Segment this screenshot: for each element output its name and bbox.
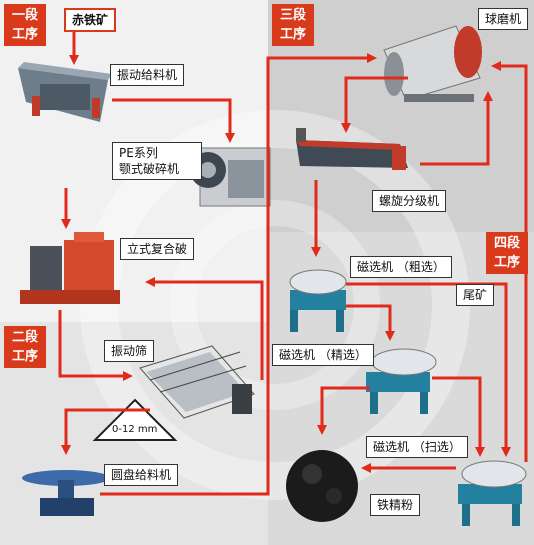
tailings-label: 尾矿 — [456, 284, 495, 306]
stage-badge-4-line1: 四段 — [493, 236, 520, 251]
magnetic-separator-rough-machine — [289, 269, 347, 332]
stage-badge-3-line1: 三段 — [279, 8, 306, 23]
jaw-crusher-label-line2: 颚式破碎机 — [119, 162, 180, 176]
arrow-fine-to-concentrate — [317, 386, 370, 435]
arrow-right-return-to-mill — [491, 61, 528, 462]
magnetic-separator-scavenge-label: 磁选机 （扫选） — [366, 436, 468, 458]
vertical-crusher-label: 立式复合破 — [120, 238, 195, 260]
magnetic-separator-rough-label: 磁选机 （粗选） — [350, 256, 452, 278]
stage-badge-3: 三段 工序 — [272, 4, 314, 46]
stage-badge-2-line2: 工序 — [11, 349, 38, 364]
vibrating-feeder-machine — [18, 62, 112, 122]
disc-feeder-machine — [22, 470, 110, 516]
arrow-fine-to-scavenge — [432, 376, 485, 457]
flow-arrows — [58, 30, 528, 496]
ball-mill-machine — [383, 25, 482, 102]
iron-concentrate-label: 铁精粉 — [370, 494, 421, 516]
arrow-rough-to-fine — [346, 304, 395, 341]
arrow-screen-return — [145, 277, 264, 380]
screen-size-label: 0-12 mm — [112, 424, 158, 435]
vibrating-feeder-label: 振动给料机 — [110, 64, 185, 86]
stage-badge-4-line2: 工序 — [493, 255, 520, 270]
jaw-crusher-machine — [190, 147, 271, 207]
arrow-screen-to-disc — [61, 408, 150, 455]
screen-size-triangle — [92, 398, 178, 441]
stage-badge-4: 四段 工序 — [486, 232, 528, 274]
iron-concentrate-pile — [286, 450, 358, 522]
spiral-classifier-machine — [296, 128, 408, 170]
vertical-crusher-machine — [20, 232, 120, 304]
arrow-crusher-to-screen — [58, 310, 133, 381]
stage-badge-3-line2: 工序 — [279, 27, 306, 42]
jaw-crusher-label-line1: PE系列 — [119, 146, 158, 160]
ore-label: 赤铁矿 — [64, 8, 117, 32]
magnetic-separator-fine-machine — [366, 348, 437, 414]
disc-feeder-label: 圆盘给料机 — [104, 464, 179, 486]
stage-badge-1-line1: 一段 — [11, 8, 38, 23]
arrow-mill-to-classifier — [341, 76, 408, 133]
stage-badge-2: 二段 工序 — [4, 326, 46, 368]
jaw-crusher-label: PE系列 颚式破碎机 — [112, 142, 202, 180]
arrow-rough-tailings — [346, 282, 511, 457]
stage-badge-1-line2: 工序 — [11, 27, 38, 42]
stage-badge-1: 一段 工序 — [4, 4, 46, 46]
stage-badge-2-line1: 二段 — [11, 330, 38, 345]
spiral-classifier-label: 螺旋分级机 — [372, 190, 447, 212]
arrow-feeder-to-jaw — [112, 98, 235, 143]
vibrating-screen-label: 振动筛 — [104, 340, 155, 362]
vibrating-screen-machine — [139, 345, 255, 419]
arrow-classifier-to-mill — [420, 91, 493, 166]
arrow-disc-to-mill — [100, 53, 377, 496]
ball-mill-label: 球磨机 — [478, 8, 529, 30]
magnetic-separator-scavenge-machine — [458, 460, 527, 526]
magnetic-separator-fine-label: 磁选机 （精选） — [272, 344, 374, 366]
